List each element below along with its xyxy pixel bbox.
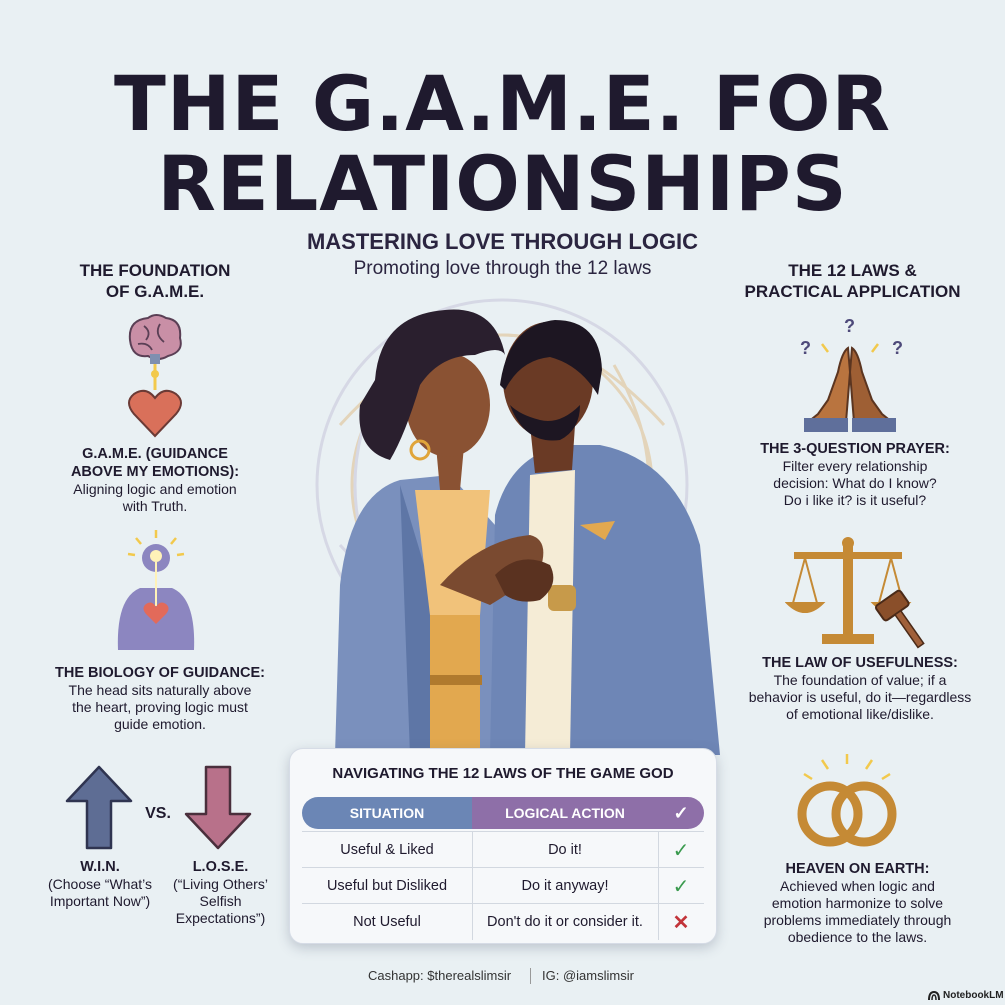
- notebooklm-brand: NotebookLM: [928, 990, 1004, 1001]
- table-header-action: LOGICAL ACTION: [472, 797, 658, 829]
- lose-line2: Selfish: [199, 893, 242, 909]
- check-icon: ✓: [672, 839, 690, 862]
- lose-block: L.O.S.E. (“Living Others’ Selfish Expect…: [158, 858, 283, 927]
- usefulness-text-line2: behavior is useful, do it—regardless: [748, 689, 972, 705]
- body-glow-icon: [117, 530, 195, 650]
- footer-instagram: IG: @iamslimsir: [542, 968, 634, 983]
- brand-label: NotebookLM: [943, 990, 1004, 1001]
- subtitle: MASTERING LOVE THROUGH LOGIC: [306, 229, 699, 254]
- svg-text:?: ?: [892, 338, 903, 358]
- up-arrow-icon: [65, 765, 133, 850]
- left-heading-line1: THE FOUNDATION: [79, 261, 231, 280]
- row-action: Don't do it or consider it.: [487, 914, 643, 930]
- game-definition-text-line2: with Truth.: [122, 498, 188, 514]
- win-line2: Important Now”): [49, 893, 151, 909]
- table-row: Not Useful Don't do it or consider it. ✕: [302, 903, 704, 940]
- row-situation: Useful & Liked: [340, 842, 434, 858]
- left-column-heading: THE FOUNDATION OF G.A.M.E.: [55, 260, 255, 302]
- prayer-text-line1: Filter every relationship: [782, 458, 928, 474]
- row-action: Do it anyway!: [521, 878, 609, 894]
- heart-icon: [128, 389, 182, 438]
- clasped-hands: [440, 535, 554, 605]
- row-situation: Useful but Disliked: [326, 878, 448, 894]
- win-line1: (Choose “What’s: [47, 876, 152, 892]
- game-definition-text-line1: Aligning logic and emotion: [73, 481, 237, 497]
- table-row: Useful & Liked Do it! ✓: [302, 831, 704, 868]
- heaven-text-line1: Achieved when logic and: [780, 878, 935, 894]
- notebooklm-logo-icon: [928, 990, 940, 1000]
- down-arrow-icon: [184, 765, 252, 850]
- biology-text-line1: The head sits naturally above: [68, 682, 252, 698]
- usefulness-text-line1: The foundation of value; if a: [773, 672, 947, 688]
- lose-line3: Expectations”): [175, 910, 266, 926]
- lose-label: L.O.S.E.: [192, 859, 249, 875]
- page-title-line2: RELATIONSHIPS: [157, 139, 848, 228]
- usefulness-head: THE LAW OF USEFULNESS:: [762, 655, 958, 671]
- biology-head: THE BIOLOGY OF GUIDANCE:: [55, 665, 265, 681]
- prayer-text-line2: decision: What do I know?: [773, 475, 937, 491]
- prayer-head: THE 3-QUESTION PRAYER:: [760, 441, 950, 457]
- cross-icon: ✕: [672, 911, 690, 934]
- win-block: W.I.N. (Choose “What’s Important Now”): [35, 858, 165, 910]
- right-column-heading: THE 12 LAWS & PRACTICAL APPLICATION: [720, 260, 985, 302]
- heaven-on-earth: HEAVEN ON EARTH: Achieved when logic and…: [745, 860, 970, 946]
- win-label: W.I.N.: [80, 859, 120, 875]
- brain-icon: [128, 314, 182, 364]
- svg-text:?: ?: [800, 338, 811, 358]
- prayer-text-line3: Do i like it? is it useful?: [783, 492, 927, 508]
- right-heading-line1: THE 12 LAWS &: [788, 261, 917, 280]
- woman-figure: [335, 309, 510, 755]
- table-header-check: ✓: [658, 797, 704, 829]
- right-heading-line2: PRACTICAL APPLICATION: [744, 282, 961, 301]
- laws-table-card: NAVIGATING THE 12 LAWS OF THE GAME GOD S…: [289, 748, 717, 944]
- table-title: NAVIGATING THE 12 LAWS OF THE GAME GOD: [332, 765, 674, 782]
- brain-to-heart-graphic: [128, 314, 182, 438]
- interlocked-rings-icon: [797, 754, 897, 847]
- heaven-text-line2: emotion harmonize to solve: [771, 895, 944, 911]
- couple-illustration: [315, 298, 720, 755]
- footer-divider: [530, 968, 531, 984]
- biology-text-line2: the heart, proving logic must: [72, 699, 248, 715]
- usefulness-text-line3: of emotional like/dislike.: [786, 706, 934, 722]
- three-question-prayer: THE 3-QUESTION PRAYER: Filter every rela…: [730, 440, 980, 509]
- row-situation: Not Useful: [353, 914, 421, 930]
- page-title-line1: THE G.A.M.E. FOR: [114, 59, 891, 148]
- game-definition-head-line1: G.A.M.E. (GUIDANCE: [82, 446, 228, 462]
- heaven-text-line3: problems immediately through: [763, 912, 952, 928]
- law-of-usefulness: THE LAW OF USEFULNESS: The foundation of…: [735, 654, 985, 723]
- game-definition: G.A.M.E. (GUIDANCE ABOVE MY EMOTIONS): A…: [35, 445, 275, 515]
- heaven-text-line4: obedience to the laws.: [787, 929, 928, 945]
- praying-hands-icon: ? ? ?: [800, 316, 903, 432]
- biology-text-line3: guide emotion.: [114, 716, 206, 732]
- vs-label: VS.: [145, 805, 171, 822]
- table-header-situation: SITUATION: [302, 797, 472, 829]
- heaven-head: HEAVEN ON EARTH:: [785, 861, 930, 877]
- tagline: Promoting love through the 12 laws: [353, 258, 652, 279]
- svg-text:?: ?: [844, 316, 855, 336]
- lose-line1: (“Living Others’: [173, 876, 268, 892]
- table-row: Useful but Disliked Do it anyway! ✓: [302, 867, 704, 904]
- check-icon: ✓: [672, 875, 690, 898]
- biology-of-guidance: THE BIOLOGY OF GUIDANCE: The head sits n…: [35, 664, 285, 733]
- row-action: Do it!: [548, 842, 582, 858]
- footer-cashapp: Cashapp: $therealslimsir: [368, 968, 512, 983]
- left-heading-line2: OF G.A.M.E.: [105, 282, 205, 301]
- game-definition-head-line2: ABOVE MY EMOTIONS):: [70, 464, 240, 480]
- scales-gavel-icon: [785, 537, 925, 649]
